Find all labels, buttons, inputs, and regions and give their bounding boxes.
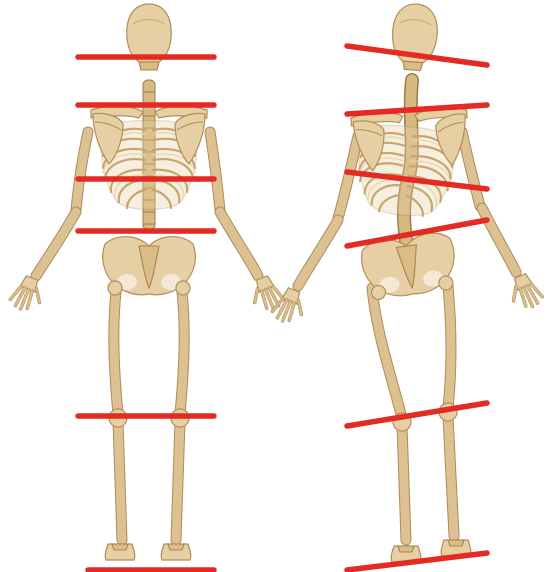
alignment-line xyxy=(347,403,487,426)
skeleton-aligned xyxy=(9,4,286,560)
skeleton-misaligned xyxy=(271,3,545,562)
